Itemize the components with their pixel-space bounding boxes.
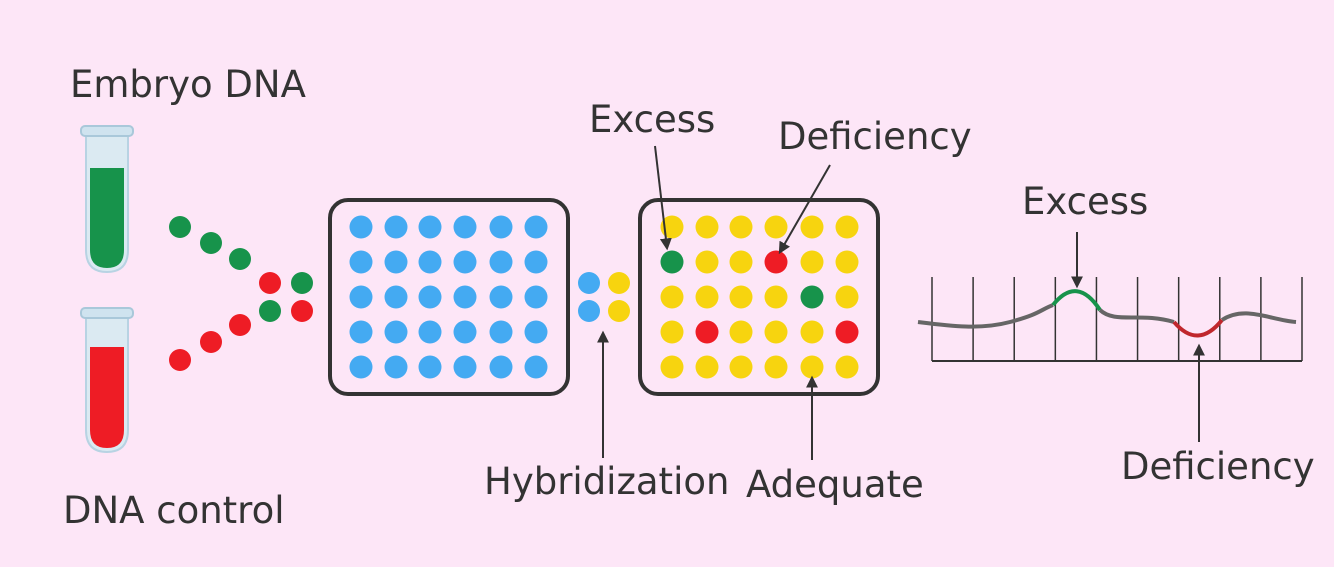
adequate-dot	[836, 286, 859, 309]
adequate-dot	[801, 321, 824, 344]
probe-dot	[419, 251, 442, 274]
profile-deficiency-dip	[1174, 320, 1222, 336]
control-dna-dot	[291, 300, 313, 322]
probe-dot	[350, 286, 373, 309]
probe-dot	[350, 216, 373, 239]
probe-dot	[454, 356, 477, 379]
probe-dot	[385, 216, 408, 239]
adequate-dot	[730, 321, 753, 344]
probe-dot	[525, 216, 548, 239]
array-before-dots	[350, 216, 548, 379]
adequate-dot	[801, 216, 824, 239]
adequate-dot	[661, 321, 684, 344]
embryo-dna-dot	[259, 300, 281, 322]
probe-dot	[490, 286, 513, 309]
adequate-dot	[608, 272, 630, 294]
control-dna-dot	[259, 272, 281, 294]
adequate-dot	[801, 356, 824, 379]
adequate-dot	[696, 356, 719, 379]
probe-dot	[350, 321, 373, 344]
adequate-dot	[730, 286, 753, 309]
adequate-dot	[730, 356, 753, 379]
adequate-dot	[765, 321, 788, 344]
deficiency-dot	[836, 321, 859, 344]
probe-dot	[490, 321, 513, 344]
probe-dot	[385, 286, 408, 309]
probe-dot	[454, 216, 477, 239]
probe-dot	[454, 286, 477, 309]
deficiency-label: Deficiency	[778, 118, 972, 155]
hybridization-label: Hybridization	[484, 463, 729, 500]
adequate-dot	[608, 300, 630, 322]
embryo-dna-dot	[200, 232, 222, 254]
probe-dot	[419, 356, 442, 379]
adequate-dot	[661, 286, 684, 309]
excess-arrow	[655, 146, 667, 248]
probe-dot	[454, 251, 477, 274]
probe-dot	[525, 251, 548, 274]
control-dna-dots	[169, 314, 251, 371]
excess-dot	[661, 251, 684, 274]
deficiency-dot	[765, 251, 788, 274]
mixed-dna-dots	[259, 272, 313, 322]
embryo-dna-tube	[81, 126, 133, 272]
adequate-dot	[836, 216, 859, 239]
probe-dot	[385, 356, 408, 379]
embryo-dna-dot	[229, 248, 251, 270]
adequate-dot	[696, 286, 719, 309]
adequate-dot	[836, 251, 859, 274]
adequate-dot	[696, 251, 719, 274]
probe-dot	[578, 272, 600, 294]
adequate-dot	[730, 216, 753, 239]
probe-dot	[419, 286, 442, 309]
embryo-dna-dots	[169, 216, 251, 270]
deficiency-dot	[696, 321, 719, 344]
adequate-dot	[765, 286, 788, 309]
probe-dot	[525, 356, 548, 379]
adequate-dot	[801, 251, 824, 274]
probe-dot	[454, 321, 477, 344]
probe-dot	[385, 321, 408, 344]
embryo-dna-liquid	[90, 168, 124, 268]
adequate-dot	[765, 216, 788, 239]
profile-deficiency-label: Deficiency	[1121, 448, 1315, 485]
control-dna-dot	[200, 331, 222, 353]
adequate-dot	[765, 356, 788, 379]
dna-control-liquid	[90, 347, 124, 448]
adequate-dot	[696, 216, 719, 239]
excess-label: Excess	[589, 101, 715, 138]
probe-dot	[419, 216, 442, 239]
profile-excess-label: Excess	[1022, 183, 1148, 220]
probe-dot	[525, 321, 548, 344]
probe-dot	[578, 300, 600, 322]
adequate-dot	[661, 356, 684, 379]
probe-dot	[490, 251, 513, 274]
adequate-dot	[730, 251, 753, 274]
probe-dot	[350, 356, 373, 379]
array-after-dots	[661, 216, 859, 379]
embryo-dna-dot	[169, 216, 191, 238]
adequate-label: Adequate	[746, 466, 924, 503]
adequate-dot	[836, 356, 859, 379]
profile-ticks	[932, 277, 1302, 361]
probe-dot	[490, 216, 513, 239]
profile-line	[918, 305, 1053, 327]
dna-control-label: DNA control	[63, 492, 285, 529]
probe-dot	[350, 251, 373, 274]
excess-dot	[801, 286, 824, 309]
deficiency-arrow	[780, 165, 830, 252]
control-dna-dot	[169, 349, 191, 371]
embryo-dna-dot	[291, 272, 313, 294]
profile-chart	[918, 277, 1302, 361]
probe-dot	[490, 356, 513, 379]
probe-dot	[419, 321, 442, 344]
hybridization-dots	[578, 272, 630, 322]
profile-line-end	[1222, 313, 1296, 322]
dna-control-tube	[81, 308, 133, 452]
embryo-dna-label: Embryo DNA	[70, 66, 306, 103]
profile-excess-bump	[1053, 291, 1100, 310]
probe-dot	[525, 286, 548, 309]
probe-dot	[385, 251, 408, 274]
control-dna-dot	[229, 314, 251, 336]
